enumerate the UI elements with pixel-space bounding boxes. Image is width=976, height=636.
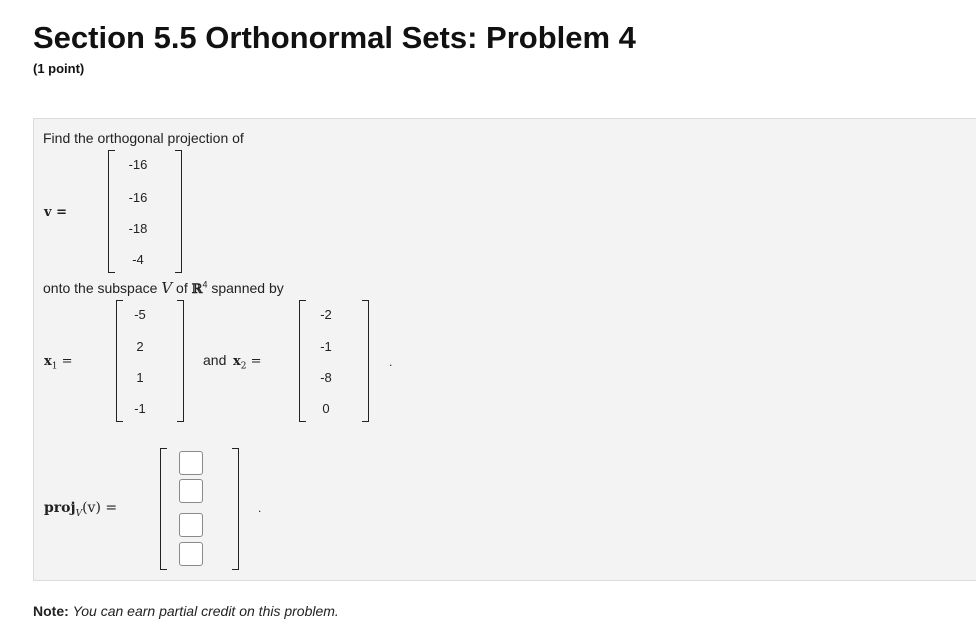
proj-label: projV(v) = bbox=[44, 500, 118, 519]
x2-entry-4: 0 bbox=[322, 401, 330, 416]
onto-line: onto the subspace V of ℝ4 spanned by bbox=[43, 279, 284, 297]
v-left-bracket bbox=[108, 150, 115, 273]
x1-entry-2: 2 bbox=[136, 339, 144, 354]
x2-entry-1: -2 bbox=[320, 307, 332, 322]
v-label: v = bbox=[44, 205, 67, 220]
x2-entry-2: -1 bbox=[320, 339, 332, 354]
x2-label: x2 = bbox=[233, 354, 262, 372]
answer-period: . bbox=[258, 501, 262, 515]
x1-left-bracket bbox=[116, 300, 123, 422]
note-text: Note: You can earn partial credit on thi… bbox=[33, 603, 339, 619]
problem-panel: Find the orthogonal projection of v = -1… bbox=[33, 118, 976, 581]
x2-left-bracket bbox=[299, 300, 306, 422]
x2-right-bracket bbox=[362, 300, 369, 422]
x1-entry-1: -5 bbox=[134, 307, 146, 322]
x1-entry-3: 1 bbox=[136, 370, 144, 385]
answer-input-4[interactable] bbox=[179, 542, 203, 566]
x1-label: x1 = bbox=[44, 354, 73, 372]
answer-input-3[interactable] bbox=[179, 513, 203, 537]
v-right-bracket bbox=[175, 150, 182, 273]
answer-input-1[interactable] bbox=[179, 451, 203, 475]
x1-right-bracket bbox=[177, 300, 184, 422]
answer-right-bracket bbox=[232, 448, 239, 570]
points-label: (1 point) bbox=[33, 61, 85, 76]
intro-text: Find the orthogonal projection of bbox=[43, 130, 244, 146]
v-entry-1: -16 bbox=[128, 157, 148, 172]
sentence-period: . bbox=[389, 355, 393, 369]
v-entry-3: -18 bbox=[128, 221, 148, 236]
answer-left-bracket bbox=[160, 448, 167, 570]
page-title: Section 5.5 Orthonormal Sets: Problem 4 bbox=[33, 20, 636, 55]
v-entry-2: -16 bbox=[128, 190, 148, 205]
answer-input-2[interactable] bbox=[179, 479, 203, 503]
and-text: and bbox=[203, 352, 227, 368]
x2-entry-3: -8 bbox=[320, 370, 332, 385]
v-entry-4: -4 bbox=[132, 252, 144, 267]
x1-entry-4: -1 bbox=[134, 401, 146, 416]
